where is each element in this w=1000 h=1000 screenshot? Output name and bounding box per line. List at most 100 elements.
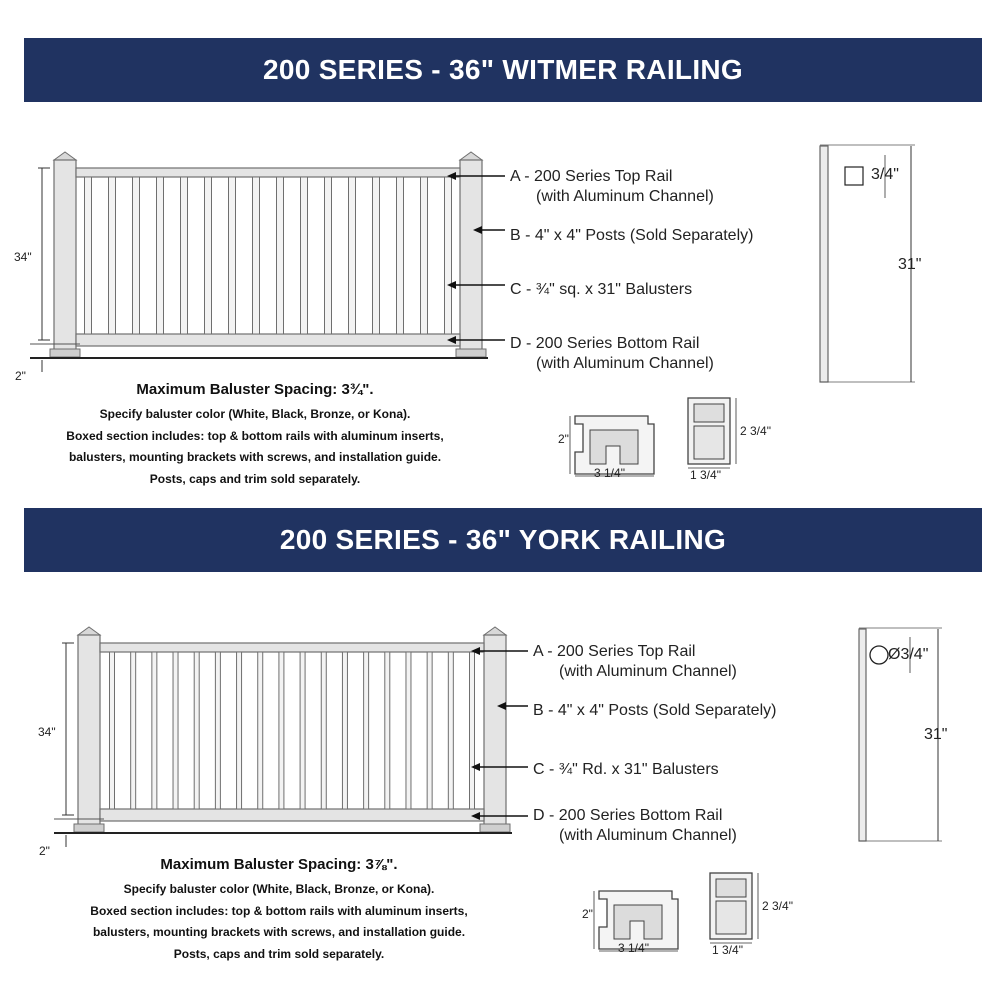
baluster <box>324 176 332 335</box>
arrowhead <box>447 336 456 344</box>
insert-profile-bottom <box>715 900 747 935</box>
callout-b: B - 4" x 4" Posts (Sold Separately) <box>510 226 753 246</box>
callout-c: C - ¾" sq. x 31" Balusters <box>510 280 692 300</box>
rail-height-label: 2" <box>558 432 569 446</box>
arrowhead <box>471 812 480 820</box>
post-cap <box>458 151 484 161</box>
railing-drawing <box>30 144 915 477</box>
baluster <box>108 176 116 335</box>
note-line: Posts, caps and trim sold separately. <box>149 471 361 486</box>
baluster <box>151 651 158 810</box>
note-line: Specify baluster color (White, Black, Br… <box>99 407 411 421</box>
baluster <box>426 651 433 810</box>
rail-width-label: 3 1/4" <box>618 941 649 955</box>
baluster-size-label: Ø3/4" <box>888 646 929 663</box>
height-label: 34" <box>38 725 56 739</box>
callout-label: D - 200 Series Bottom Rail <box>510 335 700 352</box>
section-title-banner: 200 SERIES - 36" YORK RAILING <box>24 508 982 572</box>
post-trim <box>455 348 487 358</box>
callout-d: D - 200 Series Bottom Rail (with Aluminu… <box>510 334 714 374</box>
baluster <box>320 651 327 810</box>
bottom-rail <box>99 808 485 822</box>
callout-a: A - 200 Series Top Rail (with Aluminum C… <box>510 167 714 207</box>
rail-height-label: 2" <box>582 907 593 921</box>
baluster <box>257 651 264 810</box>
callout-sublabel: (with Aluminum Channel) <box>536 188 714 205</box>
baluster <box>396 176 404 335</box>
insert-width-label: 1 3/4" <box>712 943 743 957</box>
max-spacing-heading: Maximum Baluster Spacing: 3¾". <box>136 381 374 398</box>
baluster <box>109 651 115 810</box>
section-title: 200 SERIES - 36" WITMER RAILING <box>263 54 743 85</box>
railing-diagram: A - 200 Series Top Rail (with Aluminum C… <box>0 0 1000 486</box>
callout-c: C - ¾" Rd. x 31" Balusters <box>533 760 719 780</box>
arrowhead <box>447 281 456 289</box>
baluster-length-label: 31" <box>898 256 922 273</box>
bottom-rail <box>75 333 461 347</box>
note-line: balusters, mounting brackets with screws… <box>92 925 466 939</box>
arrowhead <box>471 763 480 771</box>
baluster <box>341 651 348 810</box>
top-rail <box>75 167 461 178</box>
insert-profile-top <box>715 878 747 898</box>
section-title: 200 SERIES - 36" YORK RAILING <box>279 524 727 555</box>
post-trim <box>479 823 511 833</box>
baluster <box>236 651 243 810</box>
post <box>77 634 101 826</box>
baluster <box>252 176 260 335</box>
post-trim <box>73 823 105 833</box>
callout-label: C - ¾" Rd. x 31" Balusters <box>533 761 719 778</box>
note-line: Posts, caps and trim sold separately. <box>173 946 385 961</box>
callout-b: B - 4" x 4" Posts (Sold Separately) <box>533 701 776 721</box>
baluster-profile-round <box>869 645 889 665</box>
baluster-length-label: 31" <box>924 726 948 743</box>
railing-assembly <box>49 151 487 358</box>
baluster <box>363 651 370 810</box>
note-line: balusters, mounting brackets with screws… <box>68 450 442 464</box>
baluster <box>420 176 428 335</box>
baluster <box>300 176 308 335</box>
baluster <box>193 651 200 810</box>
baluster <box>84 176 92 335</box>
max-spacing-heading: Maximum Baluster Spacing: 3⅞". <box>160 856 398 873</box>
baluster <box>130 651 137 810</box>
baluster <box>348 176 356 335</box>
post-cap <box>482 626 508 636</box>
note-line: Boxed section includes: top & bottom rai… <box>90 903 468 918</box>
callout-label: A - 200 Series Top Rail <box>533 643 696 660</box>
railing-diagram: A - 200 Series Top Rail (with Aluminum C… <box>0 475 1000 961</box>
callout-sublabel: (with Aluminum Channel) <box>559 663 737 680</box>
callout-label: B - 4" x 4" Posts (Sold Separately) <box>510 227 754 244</box>
callout-d: D - 200 Series Bottom Rail (with Aluminu… <box>533 806 737 846</box>
rail-profile-channel <box>589 429 639 465</box>
notes-block: Maximum Baluster Spacing: 3¾". Specify b… <box>20 381 490 490</box>
baluster <box>384 651 391 810</box>
baluster-detail <box>858 628 867 842</box>
insert-profile-bottom <box>693 425 725 460</box>
baluster <box>156 176 164 335</box>
post-cap <box>76 626 102 636</box>
note-line: Boxed section includes: top & bottom rai… <box>66 428 444 443</box>
callout-label: B - 4" x 4" Posts (Sold Separately) <box>533 702 777 719</box>
rail-profile-channel <box>613 904 663 940</box>
baluster-profile-square <box>844 166 864 186</box>
baluster <box>276 176 284 335</box>
baluster-size-label: 3/4" <box>871 166 899 183</box>
baluster <box>444 176 452 335</box>
note-line: Specify baluster color (White, Black, Br… <box>123 882 435 896</box>
baluster <box>180 176 188 335</box>
insert-width-label: 1 3/4" <box>690 468 721 482</box>
baluster <box>172 651 179 810</box>
rail-width-label: 3 1/4" <box>594 466 625 480</box>
callout-label: A - 200 Series Top Rail <box>510 168 673 185</box>
arrowhead <box>447 172 456 180</box>
baluster-detail <box>819 145 829 383</box>
baluster <box>278 651 285 810</box>
height-label: 34" <box>14 250 32 264</box>
post-trim <box>49 348 81 358</box>
baluster <box>372 176 380 335</box>
baluster <box>469 651 475 810</box>
baluster <box>228 176 236 335</box>
arrowhead <box>471 647 480 655</box>
arrowhead <box>497 702 506 710</box>
